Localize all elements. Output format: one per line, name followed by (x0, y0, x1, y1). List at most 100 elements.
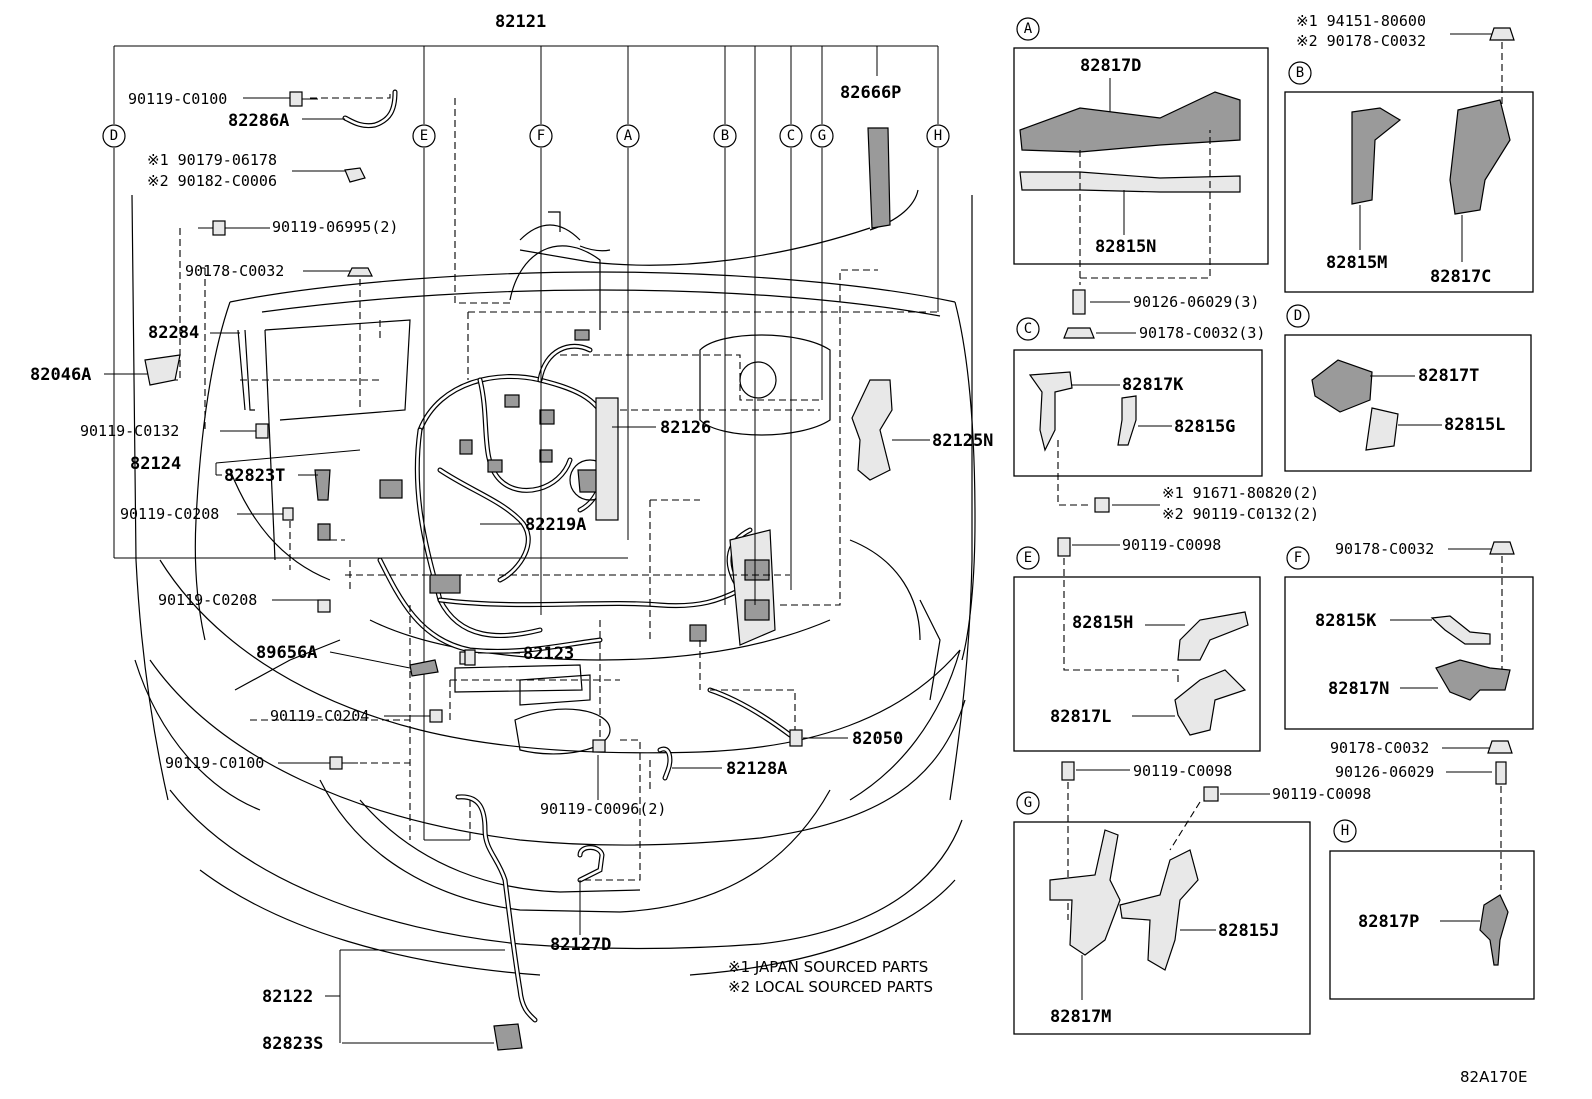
callout-circle-c (779, 124, 803, 148)
detail-b-letter: B (1296, 65, 1304, 81)
detail-c-right-label: 82815G (1174, 417, 1235, 437)
note-japan-sourced: ※1 JAPAN SOURCED PARTS (728, 958, 928, 976)
bolt-icon (1057, 537, 1071, 557)
detail-h-fast1-label: 90178-C0032 (1330, 739, 1429, 757)
detail-c-fast1: ※1 91671-80820(2) (1162, 484, 1319, 502)
bracket-icon (1479, 894, 1509, 966)
label-p16: 82122 (262, 987, 313, 1007)
detail-a: A 82817D 82815N 90126-06029(3) 90178-C00… (1013, 17, 1269, 342)
nut-icon (347, 267, 373, 277)
label-c9: 82127D (550, 935, 611, 955)
bracket-icon (1174, 669, 1247, 736)
main-fasteners (144, 89, 893, 1051)
detail-g-fast1-label: 90119-C0098 (1133, 762, 1232, 780)
detail-b-fast1: ※1 94151-80600 (1296, 12, 1426, 30)
bracket-icon (1119, 849, 1199, 971)
leader-lines (104, 97, 930, 1044)
label-p10: 82823T (224, 466, 285, 486)
detail-e-top-label: 82815H (1072, 613, 1133, 633)
detail-b-fast2: ※2 90178-C0032 (1296, 32, 1426, 50)
detail-g-right-label: 82815J (1218, 921, 1279, 941)
detail-h: 90178-C0032 90126-06029 H 82817P (1329, 739, 1535, 1000)
label-c5: 82123 (523, 644, 574, 664)
callout-letter-c: C (787, 128, 795, 144)
detail-g-fast2-label: 90119-C0098 (1272, 785, 1371, 803)
bracket-icon (851, 379, 893, 481)
detail-c-fast2: ※2 90119-C0132(2) (1162, 505, 1319, 523)
callout-letter-g: G (818, 128, 826, 144)
nut-icon (1487, 740, 1513, 754)
callout-letter-h: H (934, 128, 942, 144)
bracket-icon (1435, 659, 1511, 701)
label-c3: 82125N (932, 431, 993, 451)
label-p15: 90119-C0100 (165, 754, 264, 772)
detail-a-top-label: 82817D (1080, 56, 1141, 76)
bolt-icon (429, 709, 443, 723)
bolt-icon (289, 91, 303, 107)
detail-d: D 82817T 82815L (1284, 304, 1532, 472)
label-p1: 90119-C0100 (128, 90, 227, 108)
detail-a-bolt-label: 90126-06029(3) (1133, 293, 1259, 311)
callout-circle-b (713, 124, 737, 148)
nut-icon (1489, 541, 1515, 555)
label-p11: 90119-C0208 (120, 505, 219, 523)
label-p2: 82286A (228, 111, 289, 131)
detail-g-letter: G (1024, 795, 1032, 811)
bracket-icon (1049, 829, 1121, 956)
bracket-icon (1351, 107, 1402, 205)
clamp-icon (789, 729, 803, 747)
callout-letter-d: D (110, 128, 118, 144)
detail-h-fast2-label: 90126-06029 (1335, 763, 1434, 781)
detail-f-letter: F (1294, 550, 1302, 566)
label-p6: 82284 (148, 323, 199, 343)
detail-b-right-label: 82817C (1430, 267, 1491, 287)
detail-h-part-label: 82817P (1358, 912, 1419, 932)
detail-h-letter: H (1341, 823, 1349, 839)
bracket-icon (1028, 371, 1073, 452)
detail-c-top-label: 82817K (1122, 375, 1184, 395)
label-c7: 82128A (726, 759, 787, 779)
detail-d-letter: D (1294, 308, 1302, 324)
bolt-icon (317, 599, 331, 613)
label-c2: 82126 (660, 418, 711, 438)
bolt-icon (592, 739, 606, 753)
clip-icon (344, 167, 366, 183)
detail-e: 90119-C0098 E 82815H 82817L (1013, 536, 1261, 752)
bolt-icon (1203, 786, 1219, 802)
callout-circle-e (412, 124, 436, 148)
bolt-icon (1061, 761, 1075, 781)
callout-letter-e: E (420, 128, 428, 144)
callout-circle-h (926, 124, 950, 148)
detail-c-letter: C (1024, 321, 1032, 337)
callout-circle-g (810, 124, 834, 148)
nut-icon (1063, 327, 1095, 339)
bracket-icon (1430, 615, 1491, 645)
detail-e-bottom-label: 82817L (1050, 707, 1111, 727)
label-p3b: ※2 90182-C0006 (147, 172, 277, 190)
detail-g-bottom-label: 82817M (1050, 1007, 1111, 1027)
label-c1: 82666P (840, 83, 901, 103)
detail-a-bottom-label: 82815N (1095, 237, 1156, 257)
callout-letter-b: B (721, 128, 729, 144)
bracket-icon (1449, 99, 1511, 215)
label-p4: 90119-06995(2) (272, 218, 398, 236)
bracket-icon (1117, 395, 1137, 446)
bracket-icon (1019, 91, 1241, 153)
detail-f: 90178-C0032 F 82815K 82817N (1284, 540, 1534, 730)
label-c8: 90119-C0096(2) (540, 800, 666, 818)
clip-icon (1365, 407, 1399, 451)
callout-circle-a (616, 124, 640, 148)
detail-f-fast-label: 90178-C0032 (1335, 540, 1434, 558)
detail-e-fast-label: 90119-C0098 (1122, 536, 1221, 554)
callout-circle-f (529, 124, 553, 148)
label-c6: 82050 (852, 729, 903, 749)
bracket-icon (1311, 359, 1373, 413)
bolt-icon (282, 507, 294, 521)
sensor-icon (409, 659, 439, 677)
detail-d-bottom-label: 82815L (1444, 415, 1505, 435)
bracket-icon (1019, 171, 1241, 193)
detail-f-top-label: 82815K (1315, 611, 1377, 631)
drawing-code: 82A170E (1460, 1068, 1527, 1086)
callout-letters: D E F A B C G H (102, 124, 950, 148)
